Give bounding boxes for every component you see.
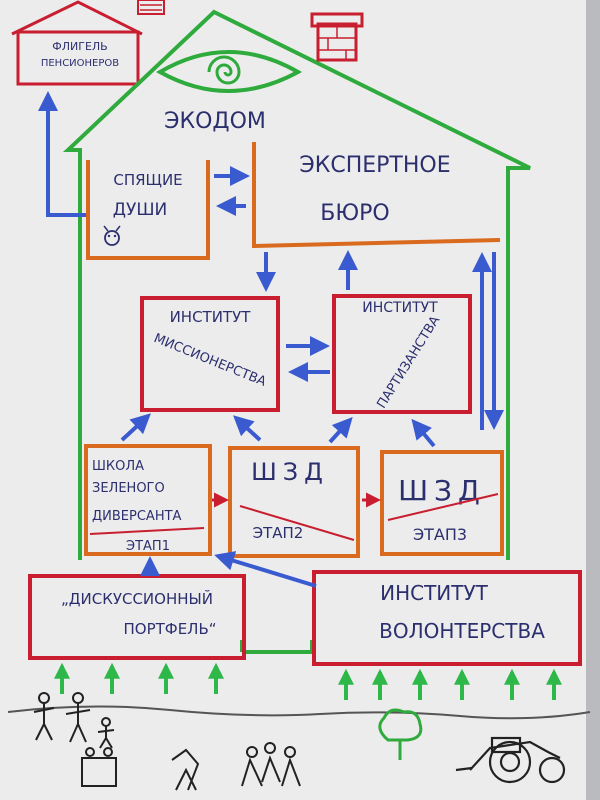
green-arrows-left (54, 662, 224, 694)
shzd2-stage: ЭТАП2 (253, 524, 304, 542)
expert-bureau-line2: БЮРО (320, 201, 389, 226)
missionary-line1: ИНСТИТУТ (170, 308, 252, 326)
tree-icon (378, 708, 423, 760)
chimney-icon (310, 12, 364, 62)
partisan-line1: ИНСТИТУТ (362, 300, 438, 316)
box-green-saboteur-school: ШКОЛА ЗЕЛЕНОГО ДИВЕРСАНТА ЭТАП1 (84, 444, 212, 556)
ghost-icon (103, 225, 121, 246)
school-line1: ШКОЛА (92, 459, 144, 474)
arrow-school-to-missionary (120, 413, 151, 442)
school-stage: ЭТАП1 (126, 539, 170, 554)
box-shzd-stage-2: ШЗД ЭТАП2 (228, 446, 360, 558)
people-icon (33, 692, 115, 749)
green-arrows-right (338, 668, 562, 700)
discussion-line2: ПОРТФЕЛЬ“ (123, 620, 216, 638)
expert-bureau-line1: ЭКСПЕРТНОЕ (299, 153, 450, 178)
annex-label-line1: ФЛИГЕЛЬ (52, 40, 107, 53)
eye-icon (155, 50, 303, 93)
annex-house: ФЛИГЕЛЬ ПЕНСИОНЕРОВ (11, 0, 143, 86)
box-sleeping-souls: СПЯЩИЕ ДУШИ (86, 160, 210, 260)
arrow-to-annex (38, 91, 88, 217)
sleeping-souls-line1: СПЯЩИЕ (113, 171, 182, 189)
arrow-volunteer-to-school (214, 551, 317, 588)
ground-line (7, 705, 591, 720)
discussion-line1: „ДИСКУССИОННЫЙ (61, 589, 213, 608)
school-line2: ЗЕЛЕНОГО (92, 481, 165, 496)
arrow-stage2-to-missionary (233, 415, 262, 442)
sleeping-souls-line2: ДУШИ (113, 200, 168, 220)
volunteer-line2: ВОЛОНТЕРСТВА (379, 619, 545, 643)
arrow-stage2-to-partisan (328, 417, 353, 444)
shzd3-title: ШЗД (398, 474, 486, 507)
tractor-icon (455, 736, 566, 784)
annex-label-line2: ПЕНСИОНЕРОВ (41, 58, 119, 69)
volunteer-line1: ИНСТИТУТ (380, 581, 489, 605)
box-volunteer-institute: ИНСТИТУТ ВОЛОНТЕРСТВА (312, 570, 582, 666)
box-shzd-stage-3: ШЗД ЭТАП3 (380, 450, 504, 556)
crowd-doodles (81, 742, 301, 791)
shzd3-stage: ЭТАП3 (413, 525, 467, 544)
box-expert-bureau: ЭКСПЕРТНОЕ БЮРО (252, 142, 501, 249)
flag-doodle (137, 0, 165, 15)
box-discussion-portfolio: „ДИСКУССИОННЫЙ ПОРТФЕЛЬ“ (28, 574, 246, 660)
shzd2-title: ШЗД (251, 458, 329, 486)
school-line3: ДИВЕРСАНТА (92, 509, 182, 524)
page-title: ЭКОДОМ (164, 109, 266, 134)
arrow-stage3-to-partisan (411, 418, 436, 448)
paper-edge (586, 0, 600, 800)
